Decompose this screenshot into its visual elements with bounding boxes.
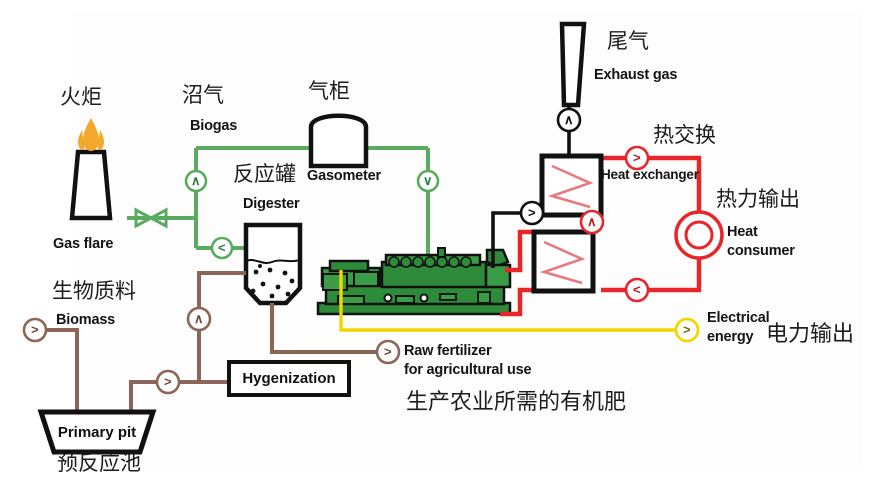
label-heat-output-cn: 热力输出: [716, 187, 800, 211]
marker-heat-supply: [624, 145, 650, 171]
gas-flare-stack: [69, 149, 113, 221]
label-heat-consumer-line1: Heat: [727, 224, 758, 240]
label-biogas-en: Biogas: [190, 118, 238, 134]
primary-pit-vessel: [37, 409, 157, 455]
label-exhaust-en: Exhaust gas: [594, 67, 678, 83]
label-electrical-line1: Electrical: [707, 310, 770, 326]
label-electrical-line2: energy: [707, 329, 754, 345]
marker-glyph-exhaust-up: ∧: [564, 112, 574, 127]
label-biomass-en: Biomass: [56, 312, 116, 328]
label-primary-pit-cn: 预反应池: [57, 451, 141, 475]
marker-exhaust-up: [556, 107, 582, 133]
label-heat-exchange-cn: 热交换: [653, 123, 716, 147]
label-digester-en: Digester: [243, 196, 300, 212]
marker-pit-out: [155, 369, 181, 395]
label-digester-cn: 反应罐: [233, 162, 296, 186]
gas-valve-icon: [134, 207, 168, 229]
marker-electrical-out: [674, 317, 700, 343]
marker-hygen-up: [186, 306, 212, 332]
label-biomass-cn: 生物质料: [52, 279, 136, 303]
digester-slurry: [246, 258, 300, 299]
hygenization-box: [227, 360, 351, 397]
slurry-pipe-network: [47, 271, 382, 412]
label-heat-consumer-line2: consumer: [727, 243, 795, 259]
label-raw-fertilizer-line1: Raw fertilizer: [404, 343, 492, 359]
marker-glyph-hygen-up: ∧: [194, 311, 204, 326]
heat-exchanger-upper: [539, 153, 604, 218]
marker-glyph-biogas-up: ∧: [191, 173, 201, 188]
electrical-line: [339, 270, 679, 332]
marker-glyph-fertilizer-right: >: [384, 344, 392, 359]
marker-exhaust-right: [519, 200, 545, 226]
gasometer-vessel: [308, 113, 369, 169]
marker-glyph-heat-supply: >: [633, 150, 641, 165]
heat-consumer-symbol: [674, 210, 724, 260]
marker-fertilizer-out: [375, 339, 401, 365]
label-raw-fertilizer-cn: 生产农业所需的有机肥: [406, 390, 627, 415]
marker-glyph-heat-riser: ∧: [587, 214, 597, 229]
label-gasometer-cn: 气柜: [308, 79, 350, 103]
marker-glyph-biogas-down: ∨: [423, 173, 433, 188]
marker-glyph-heat-return: <: [633, 282, 641, 297]
marker-glyph-electrical: >: [683, 322, 691, 337]
marker-glyph-exhaust-right: >: [528, 205, 536, 220]
marker-biogas-left: [210, 236, 234, 260]
chp-engine-generator: [316, 247, 512, 316]
marker-glyph-biogas-left: <: [218, 240, 226, 255]
diagram-panel-background: [72, 12, 862, 470]
label-heat-exchanger-en: Heat exchanger: [601, 167, 699, 182]
label-gas-flare-en: Gas flare: [53, 236, 114, 252]
flame-icon: [78, 118, 104, 151]
label-gasometer-en: Gasometer: [307, 168, 381, 184]
label-biogas-cn: 沼气: [182, 83, 224, 107]
label-electrical-cn: 电力输出: [766, 322, 855, 347]
marker-glyph-biomass-right: >: [31, 322, 39, 337]
marker-biomass-in: [22, 317, 48, 343]
marker-biogas-down: [416, 169, 440, 193]
label-exhaust-cn: 尾气: [607, 29, 649, 53]
marker-heat-return: [624, 277, 650, 303]
digester-vessel: [243, 222, 303, 306]
heat-exchanger-lower: [531, 229, 596, 294]
label-raw-fertilizer-line2: for agricultural use: [404, 362, 532, 378]
marker-biogas-up: [184, 169, 208, 193]
marker-heat-riser: [579, 209, 605, 235]
label-primary-pit-en: Primary pit: [57, 423, 137, 441]
exhaust-stack: [559, 21, 587, 108]
flow-markers: [22, 107, 700, 395]
label-hygenization-en: Hygenization: [242, 370, 336, 387]
label-gas-flare-cn: 火炬: [60, 85, 102, 109]
marker-glyph-pit-right: >: [164, 374, 172, 389]
